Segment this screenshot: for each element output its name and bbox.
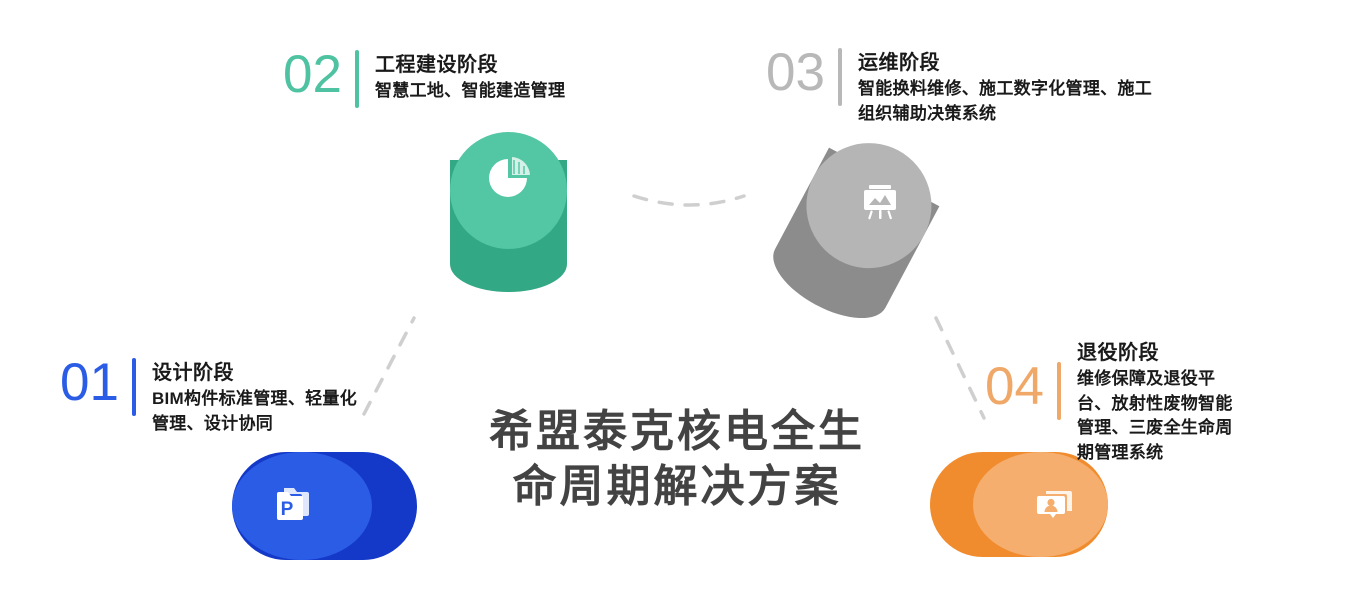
cylinder-tilt-wrapper <box>760 121 954 335</box>
stage-text-04: 退役阶段 维修保障及退役平台、放射性废物智能管理、三废全生命周期管理系统 <box>1077 340 1239 466</box>
stage-title-01: 设计阶段 <box>151 362 234 384</box>
page-title-line-2: 命周期解决方案 <box>512 462 842 511</box>
stage-number-01: 01 <box>60 353 119 412</box>
stage-text-02: 工程建设阶段 智慧工地、智能建造管理 <box>375 50 565 104</box>
stage-desc-03: 智能换料维修、施工数字化管理、施工组织辅助决策系统 <box>857 79 1153 123</box>
stage-block-01: 01 设计阶段 BIM构件标准管理、轻量化管理、设计协同 <box>60 353 367 436</box>
stage-rule-01 <box>131 358 136 416</box>
stage-rule-04 <box>1056 362 1061 420</box>
stage-block-04: 04 退役阶段 维修保障及退役平台、放射性废物智能管理、三废全生命周期管理系统 <box>985 340 1239 466</box>
stage-desc-01: BIM构件标准管理、轻量化管理、设计协同 <box>151 389 358 433</box>
stage-rule-03 <box>837 48 842 106</box>
stage-block-02: 02 工程建设阶段 智慧工地、智能建造管理 <box>283 45 565 108</box>
stage-number-03: 03 <box>766 43 825 102</box>
cylinder-front-cap <box>973 452 1108 557</box>
shape-stage-01-blue-cylinder[interactable] <box>232 452 417 560</box>
stage-rule-02 <box>354 50 359 108</box>
page-title-line-1: 希盟泰克核电全生 <box>489 407 865 456</box>
stage-text-03: 运维阶段 智能换料维修、施工数字化管理、施工组织辅助决策系统 <box>858 48 1158 126</box>
stage-title-04: 退役阶段 <box>1076 342 1159 364</box>
stage-number-04: 04 <box>985 357 1044 416</box>
stage-number-02: 02 <box>283 45 342 104</box>
stage-title-02: 工程建设阶段 <box>374 54 498 76</box>
shape-stage-03-grey-cylinder[interactable] <box>760 121 954 335</box>
stage-desc-02: 智慧工地、智能建造管理 <box>374 81 566 100</box>
shape-stage-04-orange-cylinder[interactable] <box>930 452 1108 557</box>
stage-title-03: 运维阶段 <box>857 52 940 74</box>
page-title: 希盟泰克核电全生 命周期解决方案 <box>452 404 902 514</box>
stage-desc-04: 维修保障及退役平台、放射性废物智能管理、三废全生命周期管理系统 <box>1076 369 1233 462</box>
cylinder-top-cap <box>450 132 567 249</box>
stage-text-01: 设计阶段 BIM构件标准管理、轻量化管理、设计协同 <box>152 358 367 436</box>
cylinder-front-cap <box>232 452 372 560</box>
stage-block-03: 03 运维阶段 智能换料维修、施工数字化管理、施工组织辅助决策系统 <box>766 43 1158 126</box>
shape-stage-02-green-cylinder[interactable] <box>450 132 567 292</box>
